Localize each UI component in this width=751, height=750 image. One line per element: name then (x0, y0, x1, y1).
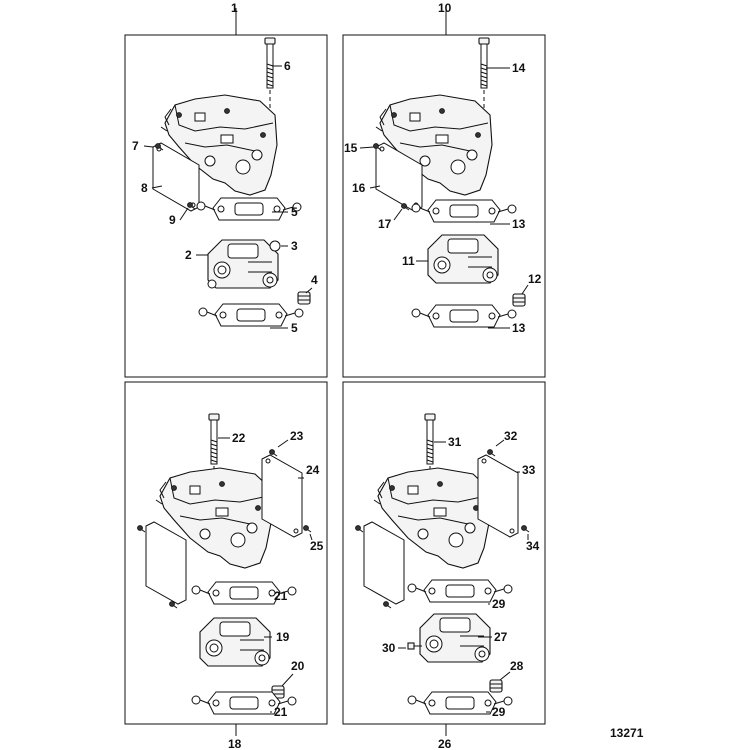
callout: 21 (274, 705, 288, 719)
callout: 29 (492, 597, 506, 611)
callout: 5 (291, 205, 298, 219)
callout: 23 (290, 429, 304, 443)
callout: 11 (402, 254, 415, 268)
panel-assembly-18: 18 22 23 24 25 21 19 20 21 (124, 381, 328, 750)
callout: 34 (526, 539, 540, 553)
callout: 27 (494, 630, 508, 644)
callout: 33 (522, 463, 536, 477)
callout: 12 (528, 272, 542, 286)
callout: 17 (378, 217, 392, 231)
callout: 5 (291, 321, 298, 335)
callout: 9 (169, 213, 176, 227)
callout: 22 (232, 431, 246, 445)
panel-assembly-26: 26 31 32 33 34 29 30 27 28 29 (342, 381, 546, 750)
callout: 20 (291, 659, 305, 673)
assembly-number: 10 (438, 1, 452, 15)
callout: 14 (512, 61, 526, 75)
panel-assembly-1: 1 6 7 8 9 5 3 2 4 5 (124, 1, 328, 378)
callout: 25 (310, 539, 324, 553)
callout: 2 (185, 248, 192, 262)
callout: 28 (510, 659, 524, 673)
callout: 8 (141, 181, 148, 195)
assembly-number: 1 (231, 1, 238, 15)
callout: 31 (448, 435, 462, 449)
panel-assembly-10: 10 14 15 16 17 13 11 12 13 (342, 1, 546, 378)
diagram-id: 13271 (610, 726, 644, 740)
callout: 29 (492, 705, 506, 719)
callout: 24 (306, 463, 320, 477)
callout: 3 (291, 239, 298, 253)
assembly-number: 26 (438, 737, 452, 750)
callout: 19 (276, 630, 290, 644)
callout: 4 (311, 273, 318, 287)
callout: 6 (284, 59, 291, 73)
assembly-number: 18 (228, 737, 242, 750)
callout: 15 (344, 141, 358, 155)
callout: 30 (382, 641, 396, 655)
callout: 13 (512, 217, 526, 231)
callout: 7 (132, 139, 139, 153)
callout: 16 (352, 181, 366, 195)
callout: 32 (504, 429, 518, 443)
callout: 21 (274, 589, 288, 603)
callout: 13 (512, 321, 526, 335)
